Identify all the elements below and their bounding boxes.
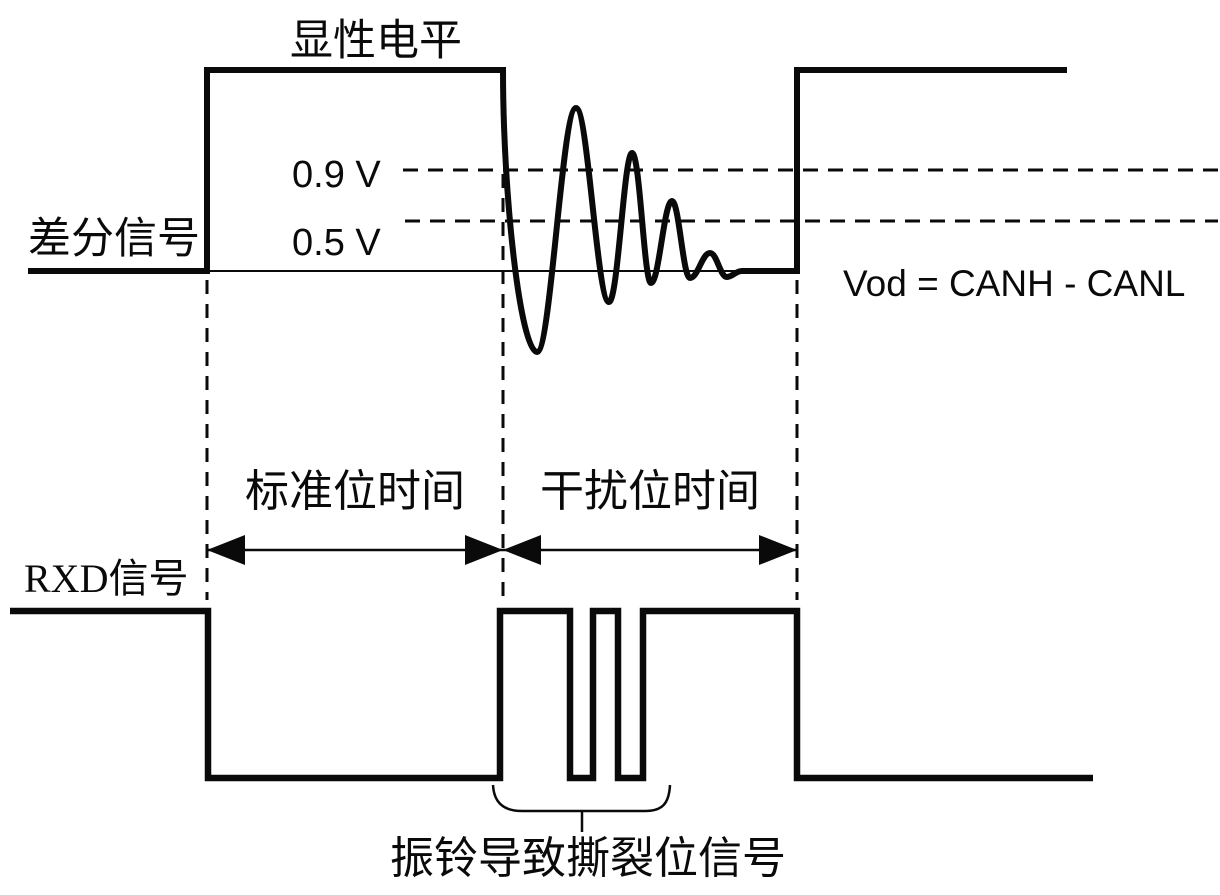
threshold-high-label: 0.9 V <box>292 154 381 196</box>
arrowhead-left-icon <box>503 535 541 565</box>
arrowhead-right-icon <box>465 535 503 565</box>
differential-signal-trace <box>28 67 1067 356</box>
standard-bit-time-arrow <box>207 535 503 565</box>
disturb-bit-time-arrow <box>503 535 797 565</box>
torn-bit-brace <box>491 784 672 832</box>
arrowhead-left-icon <box>207 535 245 565</box>
standard-bit-time-label: 标准位时间 <box>245 467 465 516</box>
threshold-low-label: 0.5 V <box>292 222 381 264</box>
rxd-signal-label: RXD信号 <box>24 556 188 601</box>
vod-formula-label: Vod = CANH - CANL <box>843 263 1185 304</box>
brace-curve <box>491 784 672 813</box>
differential-signal-label: 差分信号 <box>28 216 200 263</box>
dominant-level-label: 显性电平 <box>290 18 462 65</box>
rxd-signal-trace <box>10 607 1093 782</box>
ringing-caption-label: 振铃导致撕裂位信号 <box>390 834 786 883</box>
arrowhead-right-icon <box>759 535 797 565</box>
disturb-bit-time-label: 干扰位时间 <box>540 467 760 516</box>
